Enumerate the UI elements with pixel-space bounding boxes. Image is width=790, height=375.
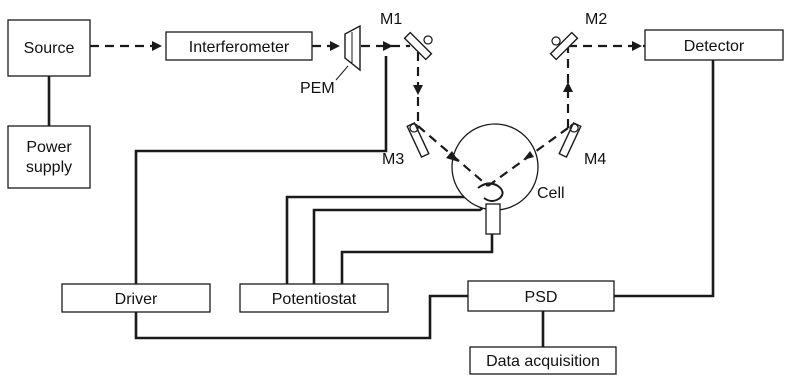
pem-leader-line bbox=[335, 65, 349, 81]
potentiostat-label: Potentiostat bbox=[272, 291, 357, 308]
cell-label: Cell bbox=[537, 185, 565, 202]
cell-electrode-loop bbox=[477, 182, 504, 202]
psd-box: PSD bbox=[467, 280, 615, 312]
potentiostat-box: Potentiostat bbox=[239, 283, 389, 313]
beam-arrow-1 bbox=[152, 41, 162, 51]
power-supply-label-line1: Power bbox=[26, 139, 72, 156]
electrochemical-cell: Cell bbox=[451, 123, 565, 235]
beam-arrow-5 bbox=[446, 151, 459, 162]
mirror-m1-plate bbox=[403, 31, 433, 61]
pem-modulator: PEM bbox=[300, 24, 361, 97]
mirror-m2-plate bbox=[549, 31, 579, 61]
detector-psd-wire bbox=[614, 60, 715, 298]
data-acquisition-box: Data acquisition bbox=[469, 346, 617, 375]
beam-arrow-6 bbox=[523, 151, 534, 160]
mirror-m1-mount bbox=[423, 35, 433, 45]
potentiostat-electrode-wire-1 bbox=[285, 189, 491, 284]
detector-label: Detector bbox=[684, 38, 745, 55]
mirror-m4: M4 bbox=[558, 121, 606, 168]
driver-psd-wire bbox=[134, 294, 468, 340]
driver-pem-wire bbox=[134, 56, 388, 284]
beam-arrow-4 bbox=[413, 85, 423, 95]
data-acquisition-label: Data acquisition bbox=[486, 353, 600, 370]
mirror-m2-label: M2 bbox=[585, 11, 607, 28]
beam-arrow-2 bbox=[330, 41, 340, 51]
potentiostat-electrode-wire-3 bbox=[340, 234, 494, 284]
mirror-m4-mount bbox=[569, 123, 579, 133]
power-supply-label-line2: supply bbox=[26, 159, 72, 176]
cell-electrode-holder bbox=[485, 203, 501, 235]
mirror-m3: M3 bbox=[382, 121, 430, 168]
source-box: Source bbox=[7, 19, 91, 77]
driver-box: Driver bbox=[61, 283, 211, 313]
detector-box: Detector bbox=[644, 29, 784, 61]
mirror-m3-mount bbox=[409, 123, 419, 133]
mirror-m2-mount bbox=[551, 36, 561, 46]
source-label: Source bbox=[24, 40, 75, 57]
driver-label: Driver bbox=[115, 291, 158, 308]
interferometer-box: Interferometer bbox=[165, 31, 313, 61]
mirror-m2: M2 bbox=[549, 11, 607, 61]
beam-arrow-7 bbox=[563, 82, 573, 92]
beam-arrow-3 bbox=[383, 41, 393, 51]
mirror-m1: M1 bbox=[380, 11, 433, 61]
mirror-m3-label: M3 bbox=[382, 151, 404, 168]
power-supply-box: Power supply bbox=[7, 125, 91, 189]
mirror-m4-label: M4 bbox=[584, 151, 606, 168]
interferometer-label: Interferometer bbox=[189, 39, 290, 56]
psd-label: PSD bbox=[525, 289, 558, 306]
pem-label: PEM bbox=[300, 80, 335, 97]
beam-arrow-8 bbox=[632, 41, 642, 51]
mirror-m1-label: M1 bbox=[380, 11, 402, 28]
